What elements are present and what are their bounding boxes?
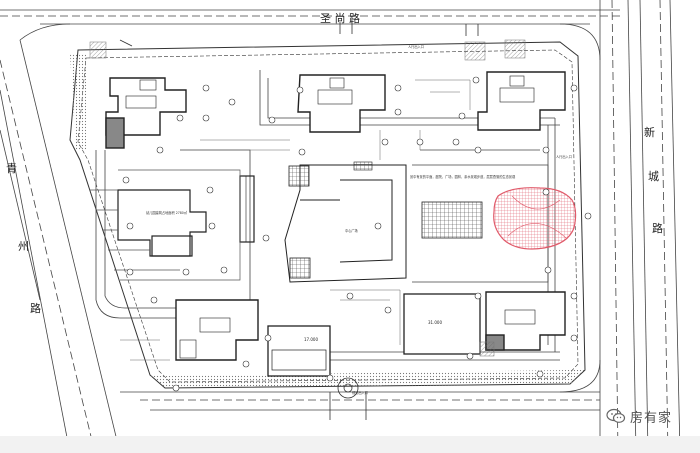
road-label-west-1: 青 [6, 162, 17, 175]
grid-block-3 [421, 201, 483, 239]
road-label-north: 圣 尚 路 [320, 11, 360, 25]
central-plaza [284, 164, 407, 283]
west-podium [90, 169, 241, 281]
building-ne [477, 71, 566, 131]
road-label-west-3: 路 [30, 302, 41, 315]
road-label-east-3: 路 [652, 222, 663, 235]
area-label-1: 17.000 [304, 337, 318, 342]
landscape-markers [122, 76, 592, 392]
plaza-label: 中心广场 [345, 228, 358, 233]
kindergarten-label: 幼儿园建筑占地面积 2780㎡ [146, 210, 188, 215]
grid-block-1 [288, 165, 310, 187]
north-gate-label: 人行出入口 [408, 44, 424, 49]
road-label-west-2: 州 [18, 240, 29, 253]
road-label-east-1: 新 [644, 125, 655, 139]
south-gate-label: 规划出入口 [352, 390, 368, 395]
area-label-2: 31.000 [428, 320, 442, 325]
building-nw [105, 77, 187, 149]
east-gate-label: 人行出入口 [556, 154, 572, 159]
building-sw [175, 299, 259, 361]
road-network [0, 0, 681, 453]
watermark: 房有家 [606, 406, 672, 426]
wechat-icon [606, 408, 626, 423]
building-n1 [297, 74, 386, 133]
bottom-strip [0, 436, 700, 453]
highlight-pavilion [493, 187, 577, 250]
grid-block-2 [289, 257, 311, 279]
south-commercial [267, 293, 481, 377]
watermark-text: 房有家 [630, 410, 673, 426]
center-note: 景中有景的平面，庭院，广场，园林，亲水景观步道，层层叠落的生态景观 [410, 174, 516, 179]
kindergarten-building [117, 175, 255, 257]
south-gate-roundabout [329, 377, 367, 420]
road-label-east-2: 城 [648, 170, 659, 183]
